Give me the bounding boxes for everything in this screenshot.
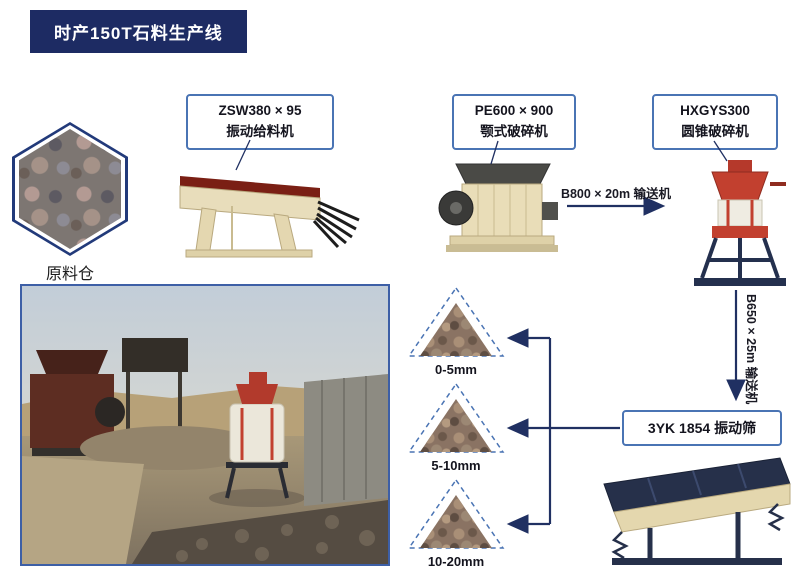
raw-material-photo bbox=[12, 122, 128, 256]
screen-label: 3YK 1854 振动筛 bbox=[647, 420, 757, 436]
dashed-outline bbox=[407, 382, 505, 453]
vibrating-feeder-illustration bbox=[179, 176, 360, 258]
jaw-crusher-model: PE600 × 900 bbox=[474, 103, 554, 118]
screen-label-box: 3YK 1854 振动筛 bbox=[622, 410, 782, 446]
conveyor-2-label: B650 × 25m 输送机 bbox=[744, 294, 758, 405]
dashed-outline bbox=[407, 478, 505, 549]
vibrating-screen-illustration bbox=[603, 457, 791, 565]
cone-crusher-name: 圆锥破碎机 bbox=[681, 123, 749, 139]
product-pile-0-5mm bbox=[406, 286, 506, 360]
conveyor-1-label: B800 × 20m 输送机 bbox=[560, 187, 672, 201]
raw-material-label: 原料仓 bbox=[45, 266, 94, 283]
jaw-crusher-illustration bbox=[438, 163, 558, 252]
product-label-5-10mm: 5-10mm bbox=[431, 458, 481, 473]
page-title: 时产150T石料生产线 bbox=[54, 24, 223, 43]
title-banner: 时产150T石料生产线 bbox=[30, 10, 247, 53]
cone-crusher-label-box: HXGYS300 圆锥破碎机 bbox=[652, 94, 778, 150]
feeder-name: 振动给料机 bbox=[226, 123, 294, 139]
site-photo-scene bbox=[22, 286, 388, 564]
jaw-crusher-name: 颚式破碎机 bbox=[480, 123, 548, 139]
product-pile-5-10mm bbox=[406, 382, 506, 456]
dashed-outline bbox=[407, 286, 505, 357]
feeder-model: ZSW380 × 95 bbox=[218, 103, 302, 118]
product-label-0-5mm: 0-5mm bbox=[435, 362, 477, 377]
product-label-10-20mm: 10-20mm bbox=[427, 554, 485, 569]
cone-crusher-illustration bbox=[694, 160, 786, 286]
product-pile-10-20mm bbox=[406, 478, 506, 552]
jaw-crusher-label-box: PE600 × 900 颚式破碎机 bbox=[452, 94, 576, 150]
cone-crusher-model: HXGYS300 bbox=[680, 103, 750, 118]
feeder-label-box: ZSW380 × 95 振动给料机 bbox=[186, 94, 334, 150]
site-photo bbox=[20, 284, 390, 566]
